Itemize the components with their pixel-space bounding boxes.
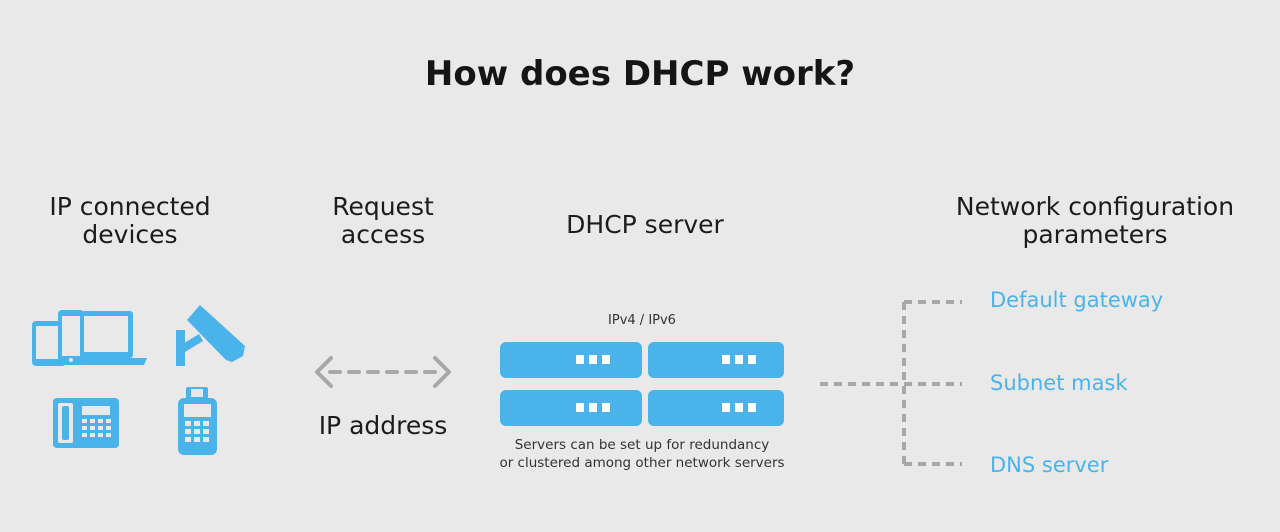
server-rack-icon — [500, 342, 784, 426]
devices-heading: IP connected devices — [30, 193, 230, 249]
parameter-connectors — [820, 300, 962, 466]
server-heading: DHCP server — [566, 210, 724, 239]
request-heading-line2: access — [340, 220, 426, 249]
handheld-terminal-icon — [178, 387, 217, 455]
params-heading: Network configuration parameters — [920, 193, 1270, 249]
param-dns-server: DNS server — [990, 453, 1109, 477]
devices-heading-line2: devices — [82, 220, 178, 249]
security-camera-icon — [176, 305, 245, 366]
param-subnet-mask: Subnet mask — [990, 371, 1128, 395]
request-heading: Request access — [298, 193, 468, 249]
desk-phone-icon — [53, 398, 119, 448]
server-note-line2: or clustered among other network servers — [499, 455, 785, 471]
request-heading-line1: Request — [332, 192, 434, 221]
ip-address-label: IP address — [318, 411, 448, 440]
protocol-label: IPv4 / IPv6 — [608, 313, 676, 328]
param-default-gateway: Default gateway — [990, 288, 1164, 312]
server-note-line1: Servers can be set up for redundancy — [514, 437, 770, 453]
devices-heading-line1: IP connected — [49, 192, 211, 221]
devices-icon — [32, 310, 147, 366]
params-heading-line2: parameters — [1022, 220, 1168, 249]
params-heading-line1: Network configuration — [955, 192, 1235, 221]
request-arrow — [315, 356, 451, 388]
page-title: How does DHCP work? — [424, 54, 856, 94]
server-note: Servers can be set up for redundancy or … — [470, 436, 814, 472]
